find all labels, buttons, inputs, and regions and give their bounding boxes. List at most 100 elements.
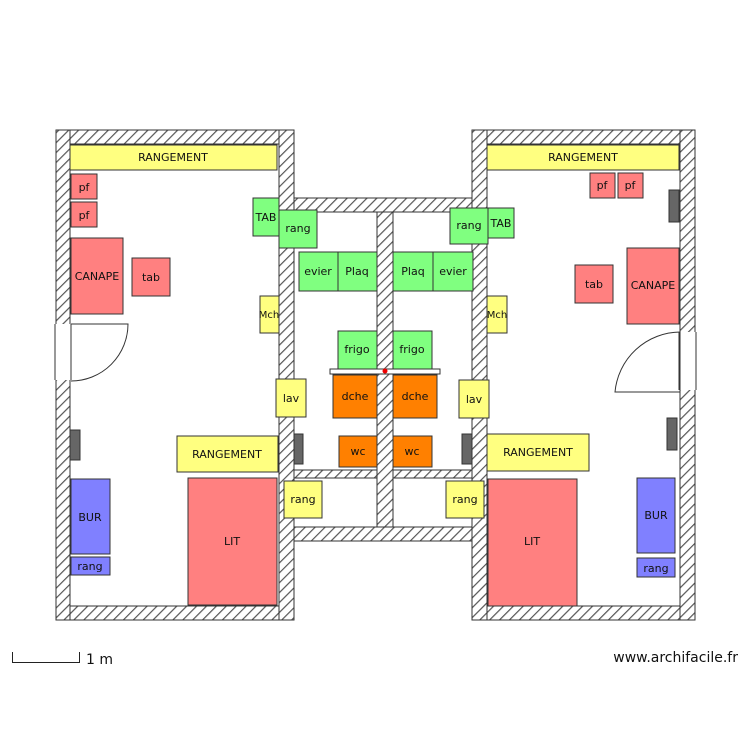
- bed-left: [187, 477, 278, 606]
- door-opening: [679, 332, 696, 390]
- label: tab: [585, 278, 603, 291]
- label: pf: [597, 179, 609, 192]
- table-right: [574, 264, 614, 304]
- fridge-right: [392, 330, 433, 370]
- credit-text: www.archifacile.fr: [613, 650, 738, 666]
- label: rang: [452, 493, 477, 506]
- sofa-right: [626, 247, 680, 325]
- sink-left: [275, 378, 307, 418]
- window: [668, 189, 680, 223]
- label: CANAPE: [631, 279, 676, 292]
- pf-right-1: [589, 172, 616, 199]
- label: BUR: [78, 511, 102, 524]
- window: [69, 429, 81, 461]
- window: [461, 433, 473, 465]
- wall: [471, 129, 696, 145]
- fridge-left: [337, 330, 378, 370]
- doors: [54, 323, 697, 393]
- wall: [293, 526, 473, 542]
- storage-top-right: [486, 144, 680, 171]
- label: TAB: [255, 211, 277, 224]
- label: LIT: [224, 535, 240, 548]
- windows: [69, 189, 680, 465]
- label: RANGEMENT: [192, 448, 262, 461]
- label: rang: [77, 560, 102, 573]
- right-apartment: RANGEMENT pf pf TAB tab CANAPE Mch lav R…: [445, 144, 680, 607]
- sink-kitchen-left: [298, 251, 339, 292]
- window: [293, 433, 304, 465]
- hob-left: [337, 251, 378, 292]
- washer-left: [259, 295, 280, 334]
- label: CANAPE: [75, 270, 120, 283]
- label: RANGEMENT: [503, 446, 573, 459]
- label: pf: [625, 179, 637, 192]
- kitchen-table-left: [252, 197, 280, 237]
- label: TAB: [490, 217, 512, 230]
- label: tab: [142, 271, 160, 284]
- washer-right: [486, 295, 508, 334]
- wall: [471, 129, 488, 621]
- label: rang: [456, 219, 481, 232]
- label: evier: [304, 265, 332, 278]
- shower-right: [392, 374, 438, 419]
- storage-kitchen-right: [449, 207, 489, 245]
- pf-left-1: [70, 173, 98, 200]
- label: pf: [79, 181, 91, 194]
- wall: [278, 129, 295, 621]
- wall: [471, 605, 696, 621]
- door-swing: [70, 323, 129, 382]
- wall: [293, 197, 473, 213]
- wall: [392, 469, 473, 479]
- storage-top-left: [69, 144, 278, 171]
- marker-dot: [382, 368, 388, 374]
- desk-right: [636, 477, 676, 554]
- label: lav: [466, 393, 483, 406]
- storage-small-left: [283, 480, 323, 519]
- pf-right-2: [617, 172, 644, 199]
- label: LIT: [524, 535, 540, 548]
- shower-left: [332, 374, 378, 419]
- left-apartment: RANGEMENT pf pf CANAPE tab TAB Mch lav R…: [69, 144, 323, 606]
- label: pf: [79, 209, 91, 222]
- label: Plaq: [401, 265, 424, 278]
- wall: [55, 605, 295, 621]
- table-left: [131, 257, 171, 297]
- door-opening: [55, 324, 71, 380]
- toilet-left: [338, 435, 378, 468]
- sofa-left: [70, 237, 124, 315]
- label: RANGEMENT: [548, 151, 618, 164]
- label: dche: [402, 390, 429, 403]
- storage-mid-left: [176, 435, 279, 473]
- label: Plaq: [345, 265, 368, 278]
- desk-storage-left: [70, 556, 111, 576]
- label: BUR: [644, 509, 668, 522]
- desk-left: [70, 478, 111, 555]
- label: lav: [283, 392, 300, 405]
- label: wc: [404, 445, 419, 458]
- label: wc: [350, 445, 365, 458]
- label: frigo: [344, 343, 369, 356]
- label: rang: [643, 562, 668, 575]
- kitchen-table-right: [487, 207, 515, 239]
- label: evier: [439, 265, 467, 278]
- wall: [55, 129, 295, 145]
- label: Mch: [259, 310, 279, 321]
- sink-kitchen-right: [432, 251, 474, 292]
- storage-mid-right: [486, 433, 590, 472]
- center-area: rang rang evier Plaq Plaq evier frigo fr…: [278, 207, 489, 468]
- window: [666, 417, 678, 451]
- wall: [293, 469, 378, 479]
- label: Mch: [487, 310, 507, 321]
- label: rang: [290, 493, 315, 506]
- scale-bar: [12, 652, 80, 663]
- bed-right: [487, 478, 578, 607]
- pf-left-2: [70, 201, 98, 228]
- label: rang: [285, 222, 310, 235]
- label: dche: [342, 390, 369, 403]
- storage-small-right: [445, 480, 485, 519]
- door-swing: [614, 331, 681, 393]
- sink-right: [458, 379, 490, 419]
- storage-kitchen-left: [278, 209, 318, 249]
- scale-label: 1 m: [86, 652, 113, 668]
